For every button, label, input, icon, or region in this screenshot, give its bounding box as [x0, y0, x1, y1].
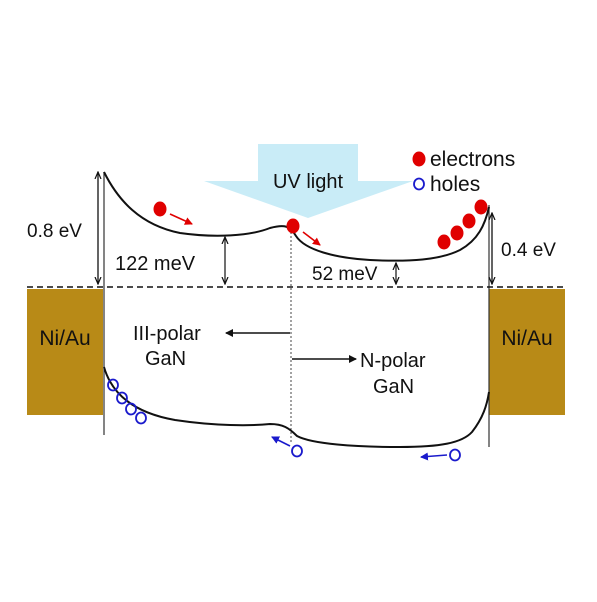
right-contact-label: Ni/Au	[501, 327, 552, 350]
electron-arrow	[302, 231, 321, 246]
hole-circle	[291, 444, 303, 458]
electron-dot	[450, 225, 464, 241]
hole-circle	[107, 378, 119, 392]
iii-polar-gan-label: GaN	[145, 348, 186, 370]
right-metal-contact	[489, 289, 565, 415]
valence-band	[103, 366, 490, 449]
n-polar-label: N-polar	[360, 350, 426, 372]
hole-circle	[125, 402, 137, 416]
electron-dot	[153, 201, 167, 217]
legend-hole-icon	[413, 177, 425, 191]
n-polar-gan-label: GaN	[373, 376, 414, 398]
electron-arrow	[169, 213, 193, 225]
legend-electrons-label: electrons	[430, 148, 515, 171]
hole-circle	[135, 411, 147, 425]
conduction-band	[103, 171, 490, 262]
hole-arrow	[271, 436, 291, 447]
right-barrier-label: 0.4 eV	[501, 240, 556, 261]
uv-light-arrow	[204, 144, 413, 218]
electron-dot	[286, 218, 300, 234]
left-barrier-label: 0.8 eV	[27, 221, 82, 242]
uv-light-label: UV light	[273, 171, 343, 193]
electron-dot	[474, 199, 488, 215]
legend-holes-label: holes	[430, 173, 480, 196]
iii-polar-label: III-polar	[133, 323, 201, 345]
left-contact-label: Ni/Au	[39, 327, 90, 350]
hole-arrow	[420, 452, 448, 461]
right-offset-label: 52 meV	[312, 264, 378, 285]
hole-circle	[116, 391, 128, 405]
electron-dot	[437, 234, 451, 250]
electron-dot	[462, 213, 476, 229]
hole-circle	[449, 448, 461, 462]
left-offset-label: 122 meV	[115, 253, 196, 275]
legend-electron-icon	[412, 151, 426, 167]
left-metal-contact	[27, 289, 103, 415]
